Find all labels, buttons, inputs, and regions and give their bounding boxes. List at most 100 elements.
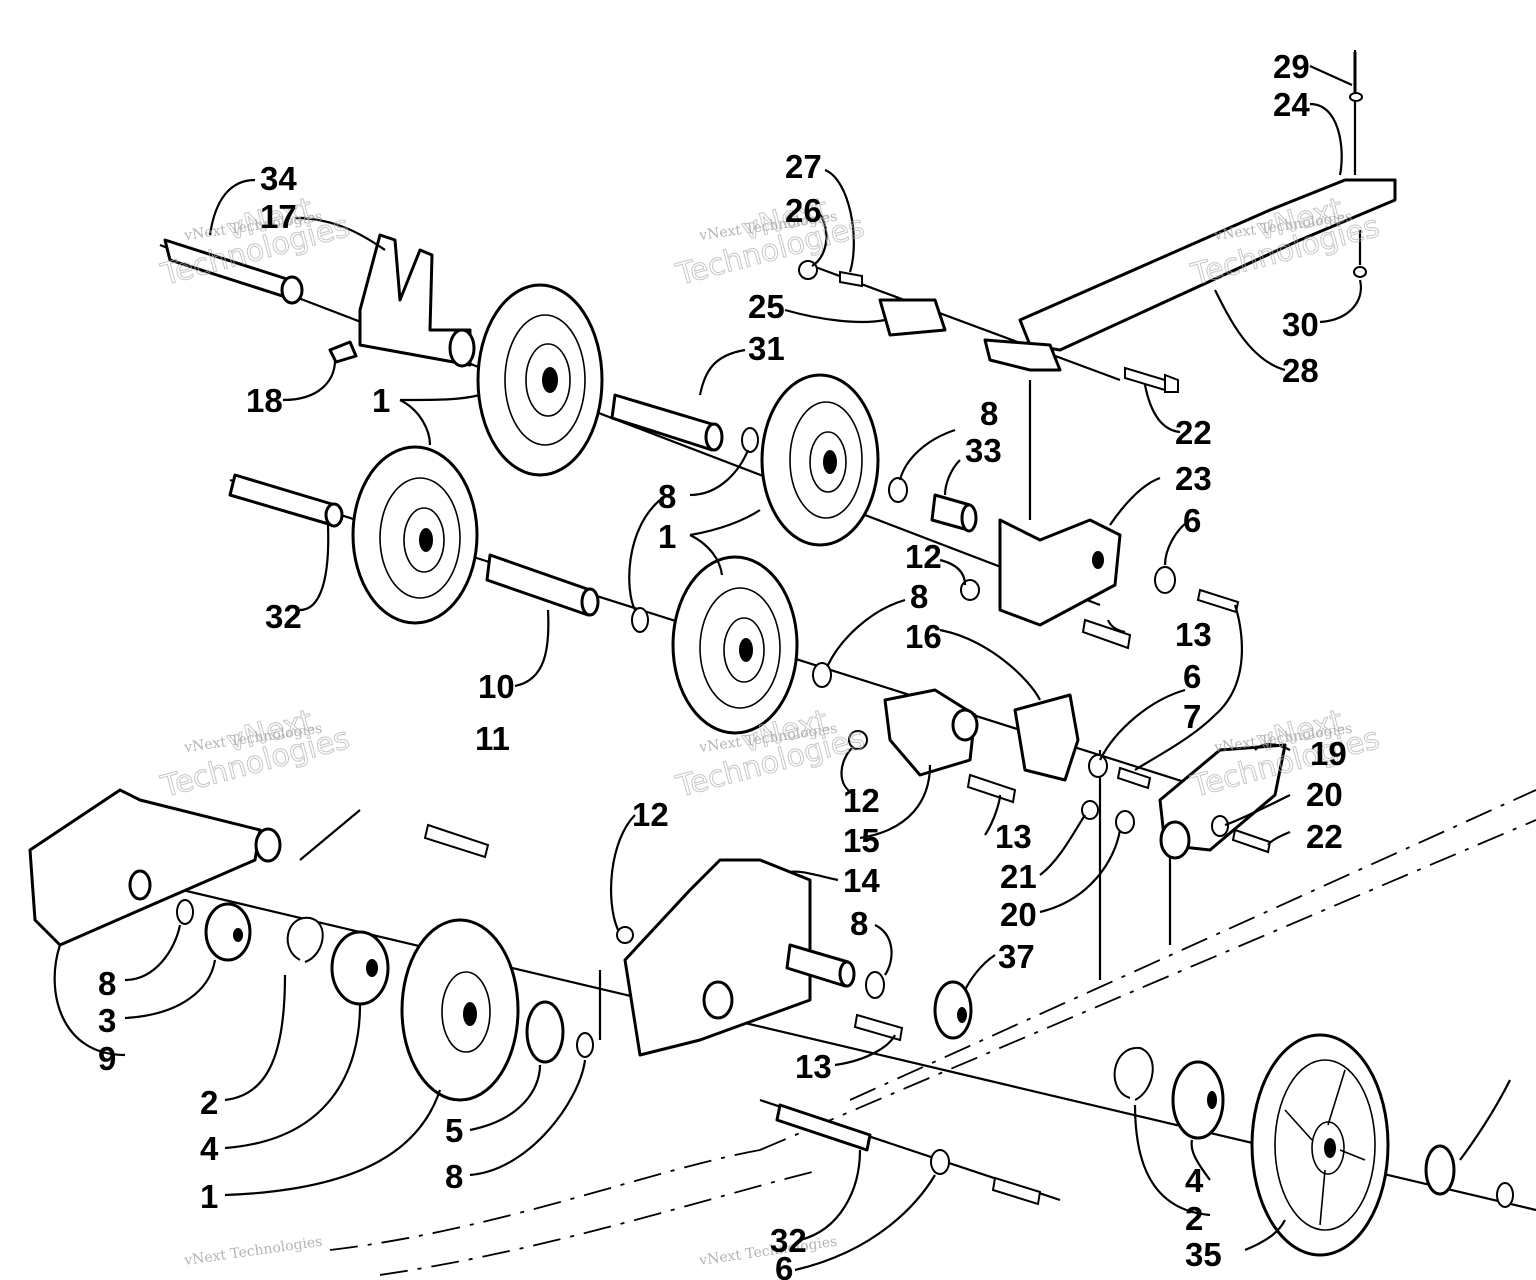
callout-labels: 29 24 27 26 34 17 25 31 30 28 18 1 22 8 … (98, 48, 1347, 1280)
callout-leaders (53, 64, 1511, 1272)
washer-20-right (1211, 815, 1229, 837)
callout-21: 21 (1000, 858, 1037, 895)
spacer-tube-10 (485, 553, 600, 617)
callout-7: 7 (1183, 698, 1201, 735)
callout-8-top: 8 (980, 395, 998, 432)
callout-3: 3 (98, 1002, 116, 1039)
watermark-text: vNext Technologies (182, 1234, 323, 1269)
callout-1-lower: 1 (200, 1178, 218, 1215)
pivot-arm-28 (983, 178, 1397, 372)
idler-wheel-upper-left (476, 283, 604, 477)
callout-8-left: 8 (658, 478, 676, 515)
suspension-frame-rails (329, 380, 1536, 1276)
washer-8-center (812, 662, 832, 688)
large-wheel-35 (1250, 1033, 1390, 1257)
hub-cap-5 (525, 1000, 565, 1064)
callout-6-middle: 6 (1183, 658, 1201, 695)
hub-cap-37 (933, 980, 973, 1040)
callout-34: 34 (260, 160, 297, 197)
bushing-25 (878, 298, 947, 337)
washer-6-upper (1154, 566, 1176, 594)
bracket-15 (883, 688, 979, 777)
bearing-4-left (330, 930, 390, 1006)
washer-6-lower (930, 1149, 950, 1175)
callout-37: 37 (998, 938, 1035, 975)
nut-12-upper (960, 579, 980, 601)
bolt-22-lower (1231, 828, 1272, 854)
callout-13-middle: 13 (995, 818, 1032, 855)
mounting-bracket-23 (998, 518, 1122, 627)
callout-8-center: 8 (910, 578, 928, 615)
callout-1-top: 1 (372, 382, 390, 419)
callout-32-lower: 32 (770, 1222, 807, 1259)
spacer-tube-31 (610, 393, 724, 452)
block-16 (1013, 693, 1080, 782)
washer-8-right (888, 477, 908, 503)
washer-8-middle (631, 607, 649, 633)
callout-2-right: 2 (1185, 1200, 1203, 1237)
callout-10: 10 (478, 668, 515, 705)
callout-26: 26 (785, 192, 822, 229)
washer-8-left (176, 899, 194, 925)
callout-35: 35 (1185, 1236, 1222, 1273)
callout-5: 5 (445, 1112, 463, 1149)
pin-27 (839, 270, 863, 288)
callout-24: 24 (1273, 86, 1310, 123)
shaft-32-lower (775, 1103, 872, 1152)
bearing-4-right (1171, 1060, 1225, 1140)
callout-9: 9 (98, 1040, 116, 1077)
callout-20-right: 20 (1306, 776, 1343, 813)
callout-13-top: 13 (1175, 616, 1212, 653)
washer-8-top (741, 427, 759, 453)
bolt-7-upper (1196, 588, 1240, 614)
center-bracket-14 (623, 858, 812, 1057)
callout-27: 27 (785, 148, 822, 185)
callout-6-top: 6 (1183, 502, 1201, 539)
callout-17: 17 (260, 198, 297, 235)
callout-12-top: 12 (905, 538, 942, 575)
washer-8-lower (576, 1032, 594, 1058)
callout-32-left: 32 (265, 598, 302, 635)
callout-4-right: 4 (1185, 1162, 1204, 1199)
idler-wheel-middle-right (671, 555, 799, 735)
snap-ring-2-left (286, 916, 324, 963)
callout-31: 31 (748, 330, 785, 367)
callout-8-bracket: 8 (850, 905, 868, 942)
shaft-upper-left (163, 238, 304, 305)
nut-21 (1081, 800, 1099, 820)
bolt-7-mid (1116, 766, 1152, 790)
bracket-19 (1158, 743, 1287, 860)
pin-11 (423, 823, 490, 859)
spacer-tube-lower (785, 943, 856, 988)
washer-30 (1353, 266, 1367, 278)
callout-12-middle: 12 (843, 782, 880, 819)
nut-12-mid (848, 730, 868, 750)
nut-12-lower (616, 926, 634, 944)
callout-2-left: 2 (200, 1084, 218, 1121)
callout-8-lower: 8 (445, 1158, 463, 1195)
callout-18: 18 (246, 382, 283, 419)
callout-1-middle: 1 (658, 518, 676, 555)
callout-30: 30 (1282, 306, 1319, 343)
arm-bracket (358, 233, 476, 368)
callout-23: 23 (1175, 460, 1212, 497)
callout-13-lower: 13 (795, 1048, 832, 1085)
callout-22-lower: 22 (1306, 818, 1343, 855)
callout-16: 16 (905, 618, 942, 655)
bushing-33 (930, 493, 978, 533)
washer-20 (1115, 810, 1135, 834)
snap-ring-2-right (1113, 1046, 1154, 1101)
washer-6-mid (1088, 754, 1108, 778)
pivot-arm-9 (28, 788, 282, 947)
callout-29: 29 (1273, 48, 1310, 85)
bolt-29 (1349, 52, 1363, 102)
shaft-middle-left (228, 473, 344, 528)
callout-11: 11 (475, 720, 510, 757)
washer-lower-right (1424, 1144, 1514, 1208)
bushing-3 (204, 902, 252, 962)
idler-wheel-middle-left (351, 445, 479, 625)
callout-22-top: 22 (1175, 414, 1212, 451)
callout-14: 14 (843, 862, 880, 899)
bolt-13-mid (966, 773, 1017, 804)
